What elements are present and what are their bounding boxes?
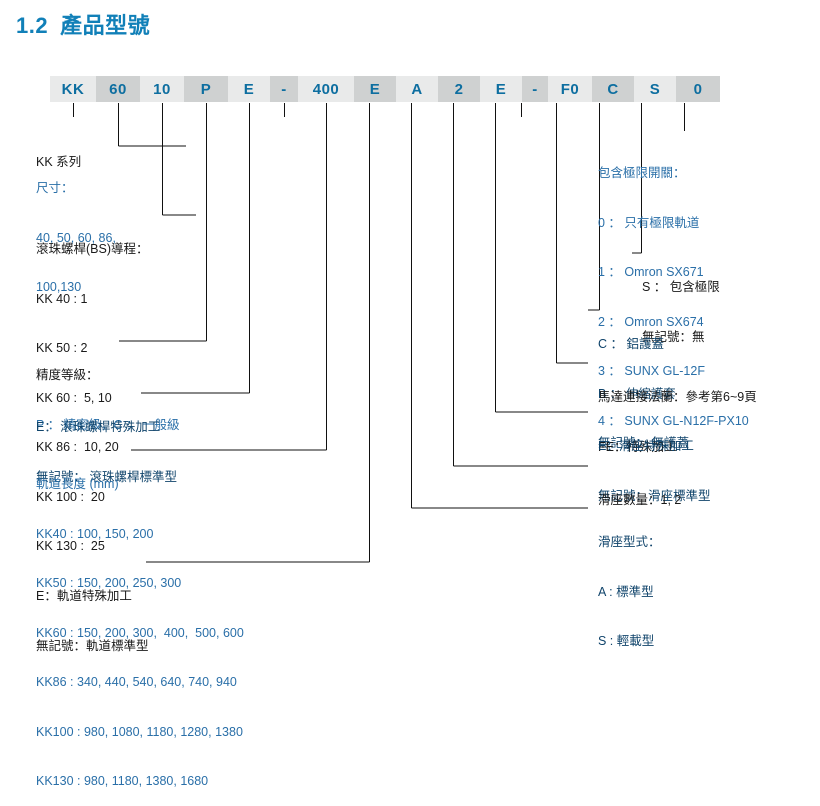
slider-machining-line-1: 無記號：滑座標準型 [598, 488, 711, 503]
bs-machining-line-1: 無記號： 滾珠螺桿標準型 [36, 469, 177, 484]
code-cell-3: P [184, 76, 228, 102]
slider-type-line-1: A : 標準型 [598, 584, 654, 599]
code-cell-5: - [270, 76, 298, 102]
bs-lead-line-2: KK 50 : 2 [36, 341, 88, 355]
limit-switch-line-3: 2 ： Omron SX674 [598, 314, 704, 329]
size-line-1: 40, 50, 60, 86, [36, 230, 116, 245]
slider-machining-line-0: E：滑座特殊加工 [598, 439, 694, 453]
page-title-number: 1.2 [16, 13, 49, 38]
bs-lead-line-6: KK 130 : 25 [36, 539, 105, 553]
block-slider-machining: E：滑座特殊加工 無記號：滑座標準型 [598, 405, 711, 521]
code-cell-9: 2 [438, 76, 480, 102]
code-cell-0: KK [50, 76, 96, 102]
code-cell-6: 400 [298, 76, 354, 102]
code-cell-13: C [592, 76, 634, 102]
block-series: KK 系列 [36, 121, 81, 187]
bs-machining-line-0: E： 滾珠螺桿特殊加工 [36, 420, 161, 434]
slider-type-line-2: S : 輕載型 [598, 634, 655, 648]
block-ballscrew-machining: E： 滾珠螺桿特殊加工 無記號： 滾珠螺桿標準型 [36, 386, 177, 502]
slider-count-line-0: 滑座數量：1, 2 [598, 493, 682, 507]
block-ballscrew-lead: 滾珠螺桿(BS)導程： KK 40 : 1 KK 50 : 2 KK 60 : … [36, 208, 149, 571]
limit-include-line-0: S ： 包含極限 [642, 280, 720, 294]
block-motor-flange: 馬達連接法蘭：參考第6~9頁 FE：特殊加工 [598, 356, 757, 472]
block-slider-type: 滑座型式： A : 標準型 S : 輕載型 [598, 501, 661, 666]
bs-lead-line-4: KK 86 : 10, 20 [36, 440, 119, 454]
rail-length-line-1: KK40 : 100, 150, 200 [36, 526, 154, 541]
code-cell-11: - [522, 76, 548, 102]
motor-flange-line-1: FE：特殊加工 [598, 439, 677, 454]
rail-length-line-0: 軌道長度 (mm) [36, 477, 119, 491]
rail-length-line-5: KK100 : 980, 1080, 1180, 1280, 1380 [36, 724, 243, 739]
precision-line-1: P ： 精密級，C ： 一般級 [36, 417, 180, 432]
bs-lead-line-3: KK 60 : 5, 10 [36, 390, 112, 405]
code-cell-2: 10 [140, 76, 184, 102]
rail-length-line-6: KK130 : 980, 1180, 1380, 1680 [36, 774, 209, 788]
block-limit-include: S ： 包含極限 無記號：無 [642, 246, 720, 362]
block-rail-machining: E：軌道特殊加工 無記號：軌道標準型 [36, 555, 149, 671]
page-title-text: 產品型號 [60, 13, 151, 38]
code-cell-7: E [354, 76, 396, 102]
cover-line-1: B ： 伸縮護套 [598, 386, 676, 401]
code-cell-15: 0 [676, 76, 720, 102]
rail-machining-line-1: 無記號：軌道標準型 [36, 638, 149, 653]
cover-line-2: 無記號： 無護蓋 [598, 436, 689, 450]
rail-machining-line-0: E：軌道特殊加工 [36, 589, 132, 603]
code-cell-4: E [228, 76, 270, 102]
bs-lead-line-5: KK 100 : 20 [36, 489, 105, 504]
code-cell-12: F0 [548, 76, 592, 102]
motor-flange-line-0: 馬達連接法蘭：參考第6~9頁 [598, 390, 757, 404]
rail-length-line-2: KK50 : 150, 200, 250, 300 [36, 576, 182, 590]
size-line-0: 尺寸： [36, 181, 74, 195]
series-line-0: KK 系列 [36, 155, 82, 169]
limit-switch-line-2: 1 ： Omron SX671 [598, 265, 704, 279]
limit-switch-line-5: 4 ： SUNX GL-N12F-PX10 [598, 413, 749, 428]
bs-lead-line-0: 滾珠螺桿(BS)導程： [36, 242, 149, 256]
cover-line-0: C ： 鋁護蓋 [598, 337, 664, 351]
size-line-2: 100,130 [36, 280, 82, 294]
rail-length-line-4: KK86 : 340, 440, 540, 640, 740, 940 [36, 675, 237, 689]
limit-switch-line-4: 3 ： SUNX GL-12F [598, 364, 705, 378]
limit-switch-line-1: 0 ： 只有極限軌道 [598, 215, 700, 230]
block-cover: C ： 鋁護蓋 B ： 伸縮護套 無記號： 無護蓋 [598, 303, 689, 468]
code-cell-8: A [396, 76, 438, 102]
block-limit-switch: 包含極限開關： 0 ： 只有極限軌道 1 ： Omron SX671 2 ： O… [598, 132, 749, 446]
limit-include-line-1: 無記號：無 [642, 329, 705, 344]
slider-type-line-0: 滑座型式： [598, 535, 661, 549]
limit-switch-line-0: 包含極限開關： [598, 166, 686, 180]
code-cell-10: E [480, 76, 522, 102]
block-size: 尺寸： 40, 50, 60, 86, 100,130 [36, 147, 116, 312]
page-title: 1.2 產品型號 [16, 8, 150, 40]
block-slider-count: 滑座數量：1, 2 [598, 459, 681, 525]
bs-lead-line-1: KK 40 : 1 [36, 291, 88, 306]
precision-line-0: 精度等級： [36, 368, 99, 382]
block-precision-grade: 精度等級： P ： 精密級，C ： 一般級 [36, 334, 180, 450]
code-cell-1: 60 [96, 76, 140, 102]
code-cell-14: S [634, 76, 676, 102]
